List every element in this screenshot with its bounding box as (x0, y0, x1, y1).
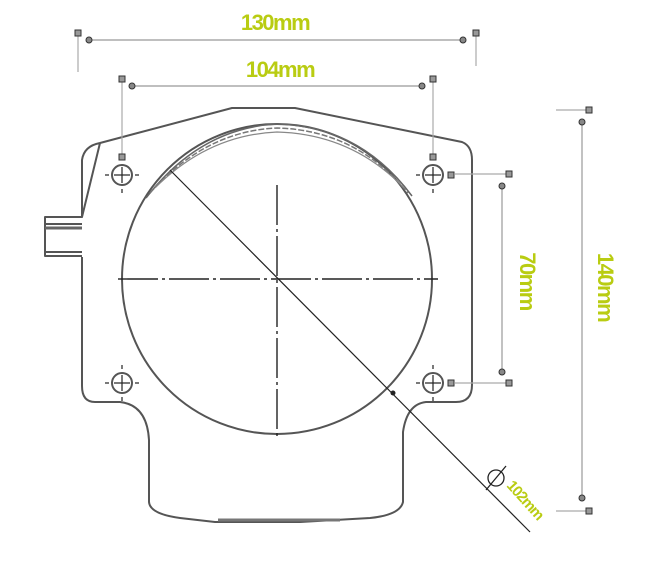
dimension-handle-icon[interactable] (118, 153, 126, 161)
dimension-handle-icon[interactable] (418, 82, 426, 90)
dimension-handle-icon[interactable] (85, 36, 93, 44)
dimension-140mm: 140mm (556, 106, 618, 515)
dimension-handle-icon[interactable] (498, 368, 506, 376)
dimension-handle-icon[interactable] (429, 153, 437, 161)
dimension-104mm: 104mm (118, 57, 437, 161)
dimension-handle-icon[interactable] (74, 29, 82, 37)
dimension-label-70mm: 70mm (515, 252, 540, 311)
leader-arrow-icon (390, 390, 396, 396)
dimension-handle-icon[interactable] (459, 36, 467, 44)
dimension-diameter-102mm: 102mm (485, 465, 547, 524)
dimension-handle-icon[interactable] (472, 29, 480, 37)
dimension-label-140mm: 140mm (593, 253, 618, 322)
bore (118, 123, 531, 533)
dimension-handle-icon[interactable] (498, 182, 506, 190)
diameter-symbol-icon (487, 469, 505, 487)
dimension-label-104mm: 104mm (246, 57, 315, 82)
dimension-handle-icon[interactable] (578, 494, 586, 502)
dimension-handle-icon[interactable] (128, 82, 136, 90)
dimension-label-130mm: 130mm (241, 10, 310, 35)
dimension-handle-icon[interactable] (505, 379, 513, 387)
dimension-label-102mm: 102mm (503, 477, 547, 524)
dimension-handle-icon[interactable] (429, 75, 437, 83)
dimension-handle-icon[interactable] (578, 118, 586, 126)
dimension-handle-icon[interactable] (585, 106, 593, 114)
diameter-leader-line (169, 169, 531, 533)
bolt-hole-bottom-right (416, 365, 444, 401)
side-tab (44, 216, 82, 253)
dimension-handle-icon[interactable] (118, 75, 126, 83)
dimension-70mm: 70mm (447, 170, 540, 387)
dimension-handle-icon[interactable] (585, 507, 593, 515)
flange-outline (44, 107, 473, 523)
dimension-handle-icon[interactable] (447, 171, 455, 179)
dimension-handle-icon[interactable] (447, 379, 455, 387)
dimension-handle-icon[interactable] (505, 170, 513, 178)
bolt-hole-top-left (105, 164, 139, 193)
dimension-130mm: 130mm (74, 10, 480, 72)
bolt-hole-bottom-left (105, 365, 139, 401)
bolt-hole-top-right (416, 164, 444, 193)
